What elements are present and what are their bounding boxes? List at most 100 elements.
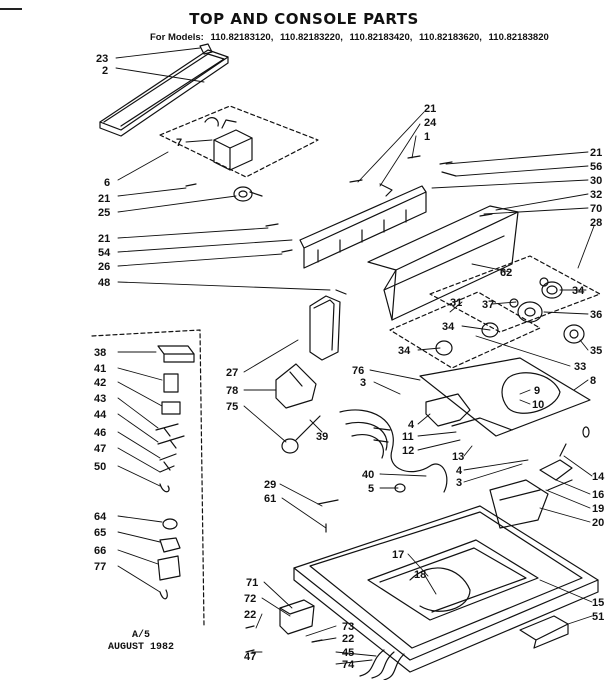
knob-part: [233, 186, 263, 202]
callout-21: 21: [590, 147, 602, 159]
callout-17: 17: [392, 549, 404, 561]
callout-15: 15: [592, 597, 604, 609]
model-number: 110.82183120,: [210, 32, 274, 43]
callout-33: 33: [574, 361, 586, 373]
callout-38: 38: [94, 347, 106, 359]
callout-39: 39: [316, 431, 328, 443]
callout-42: 42: [94, 377, 106, 389]
callout-22: 22: [342, 633, 354, 645]
callout-46: 46: [94, 427, 106, 439]
assembly-outline-right: [429, 255, 601, 333]
callout-21: 21: [424, 103, 436, 115]
callout-44: 44: [94, 409, 107, 421]
handle-part: [309, 295, 341, 361]
footer-ref: A/5: [132, 630, 151, 641]
callout-56: 56: [590, 161, 602, 173]
footer-date: AUGUST 1982: [108, 642, 175, 653]
models-prefix: For Models:: [150, 32, 204, 43]
bracket-part: [279, 599, 315, 635]
callout-21: 21: [98, 233, 110, 245]
callout-50: 50: [94, 461, 106, 473]
callout-7: 7: [176, 137, 182, 149]
callout-62: 62: [500, 267, 512, 279]
callout-11: 11: [402, 431, 414, 443]
knob-set-part: [435, 277, 585, 356]
callout-48: 48: [98, 277, 110, 289]
callout-61: 61: [264, 493, 276, 505]
callout-36: 36: [590, 309, 602, 321]
callout-32: 32: [590, 189, 602, 201]
callout-8: 8: [590, 375, 596, 387]
callout-47: 47: [244, 651, 256, 663]
switch-part: [539, 443, 573, 491]
model-number: 110.82183620,: [419, 32, 482, 43]
wire-harness-part: [339, 409, 448, 493]
callout-14: 14: [592, 471, 605, 483]
callout-75: 75: [226, 401, 238, 413]
rail-bracket-part: [299, 185, 427, 269]
callout-20: 20: [592, 517, 604, 529]
callout-23: 23: [96, 53, 108, 65]
callout-4: 4: [408, 419, 415, 431]
callout-1: 1: [424, 131, 430, 143]
callout-21: 21: [98, 193, 110, 205]
callout-71: 71: [246, 577, 258, 589]
callout-30: 30: [590, 175, 602, 187]
callout-35: 35: [590, 345, 602, 357]
callout-29: 29: [264, 479, 276, 491]
callout-28: 28: [590, 217, 602, 229]
small-parts-group: [155, 345, 195, 600]
callout-3: 3: [360, 377, 366, 389]
callout-45: 45: [342, 647, 354, 659]
callout-12: 12: [402, 445, 414, 457]
assembly-outline-lower: [389, 291, 541, 369]
callout-34: 34: [398, 345, 411, 357]
callout-47: 47: [94, 443, 106, 455]
model-number: 110.82183820: [488, 32, 549, 43]
top-cover-part: [419, 357, 591, 437]
callout-9: 9: [534, 385, 540, 397]
model-number: 110.82183220,: [280, 32, 343, 43]
diagram-title: TOP AND CONSOLE PARTS: [189, 10, 419, 28]
model-list: For Models: 110.82183120, 110.82183220, …: [150, 32, 553, 43]
callout-66: 66: [94, 545, 106, 557]
callout-73: 73: [342, 621, 354, 633]
callout-2: 2: [102, 65, 108, 77]
callout-41: 41: [94, 363, 106, 375]
callout-34: 34: [572, 285, 585, 297]
lid-switch-bracket-part: [425, 393, 513, 431]
callout-19: 19: [592, 503, 604, 515]
callout-43: 43: [94, 393, 106, 405]
corner-rule: [0, 8, 22, 10]
callout-77: 77: [94, 561, 106, 573]
callout-34: 34: [442, 321, 455, 333]
callout-54: 54: [98, 247, 111, 259]
callout-72: 72: [244, 593, 256, 605]
callout-10: 10: [532, 399, 544, 411]
callout-70: 70: [590, 203, 602, 215]
control-housing-part: [489, 479, 549, 529]
callout-37: 37: [482, 299, 494, 311]
top-assembly-part: [293, 505, 599, 673]
callout-5: 5: [368, 483, 374, 495]
leader-lines: [115, 47, 595, 665]
model-number: 110.82183420,: [349, 32, 413, 43]
callout-27: 27: [226, 367, 238, 379]
callout-26: 26: [98, 261, 110, 273]
callout-25: 25: [98, 207, 110, 219]
callout-4: 4: [456, 465, 463, 477]
lint-trap-part: [519, 615, 569, 649]
wire-lead-part: [359, 649, 405, 680]
callout-22: 22: [244, 609, 256, 621]
callout-64: 64: [94, 511, 107, 523]
callout-labels: 23 2 7 6 21 25 21 54 26 48 21 24 1 21 56…: [94, 53, 605, 671]
callout-24: 24: [424, 117, 437, 129]
callout-65: 65: [94, 527, 106, 539]
callout-51: 51: [592, 611, 604, 623]
callout-16: 16: [592, 489, 604, 501]
console-panel-part: [367, 205, 519, 321]
motor-part: [281, 415, 321, 454]
left-panel-outline: [91, 329, 205, 627]
callout-40: 40: [362, 469, 374, 481]
